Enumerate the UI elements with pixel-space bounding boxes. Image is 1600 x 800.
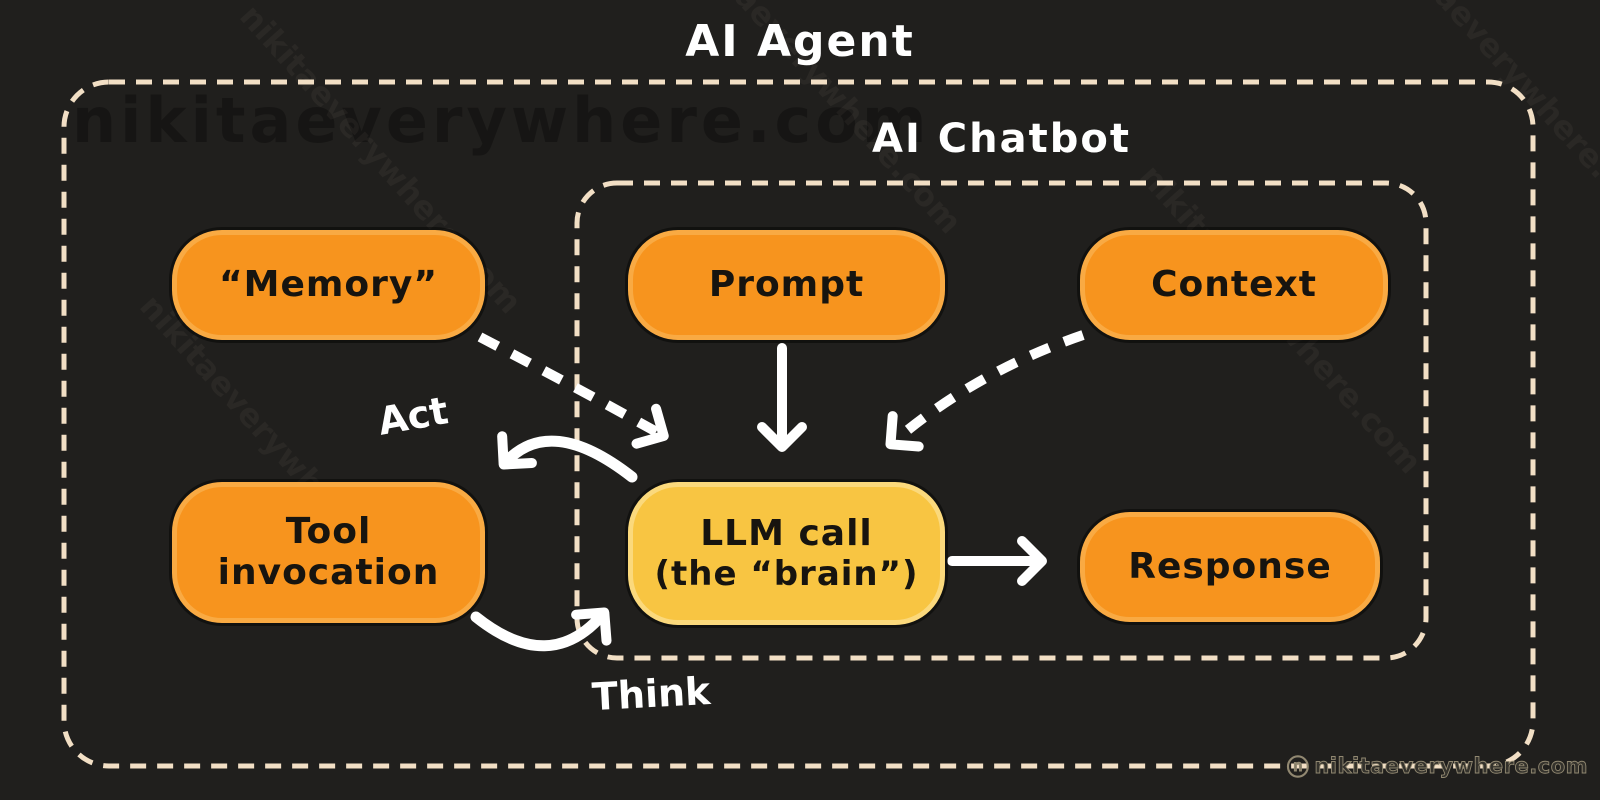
arrow-memory-to-llm	[477, 332, 669, 449]
node-response: Response	[1080, 512, 1380, 622]
node-context-label: Context	[1151, 263, 1317, 305]
edge-label-think: Think	[590, 668, 712, 720]
node-memory: “Memory”	[172, 230, 485, 340]
arrow-think-tool-to-llm	[470, 607, 612, 652]
node-prompt-label: Prompt	[708, 263, 865, 305]
ai-agent-group-title: AI Agent	[685, 16, 915, 67]
node-response-label: Response	[1128, 545, 1332, 587]
watermark-text: nikitaeverywhere.com	[1314, 754, 1588, 779]
node-memory-label: “Memory”	[218, 263, 439, 305]
ai-chatbot-group-title: AI Chatbot	[872, 116, 1131, 162]
node-context: Context	[1080, 230, 1388, 340]
node-prompt: Prompt	[628, 230, 945, 340]
arrow-act-llm-to-tool	[497, 431, 638, 483]
node-tool-invocation: Tool invocation	[172, 482, 485, 623]
ai-chatbot-group-border	[574, 180, 1429, 661]
arrow-context-to-llm	[885, 330, 1085, 452]
node-llm-call: LLM call (the “brain”)	[628, 482, 945, 625]
watermark: ⓝ nikitaeverywhere.com	[1287, 750, 1588, 782]
node-tool-invocation-label-line2: invocation	[217, 551, 440, 593]
ai-agent-group-border	[61, 79, 1536, 769]
node-llm-call-label-line2: (the “brain”)	[654, 553, 919, 594]
watermark-logo-icon: ⓝ	[1286, 756, 1310, 782]
node-tool-invocation-label-line1: Tool	[285, 511, 372, 553]
node-llm-call-label-line1: LLM call	[700, 513, 873, 555]
